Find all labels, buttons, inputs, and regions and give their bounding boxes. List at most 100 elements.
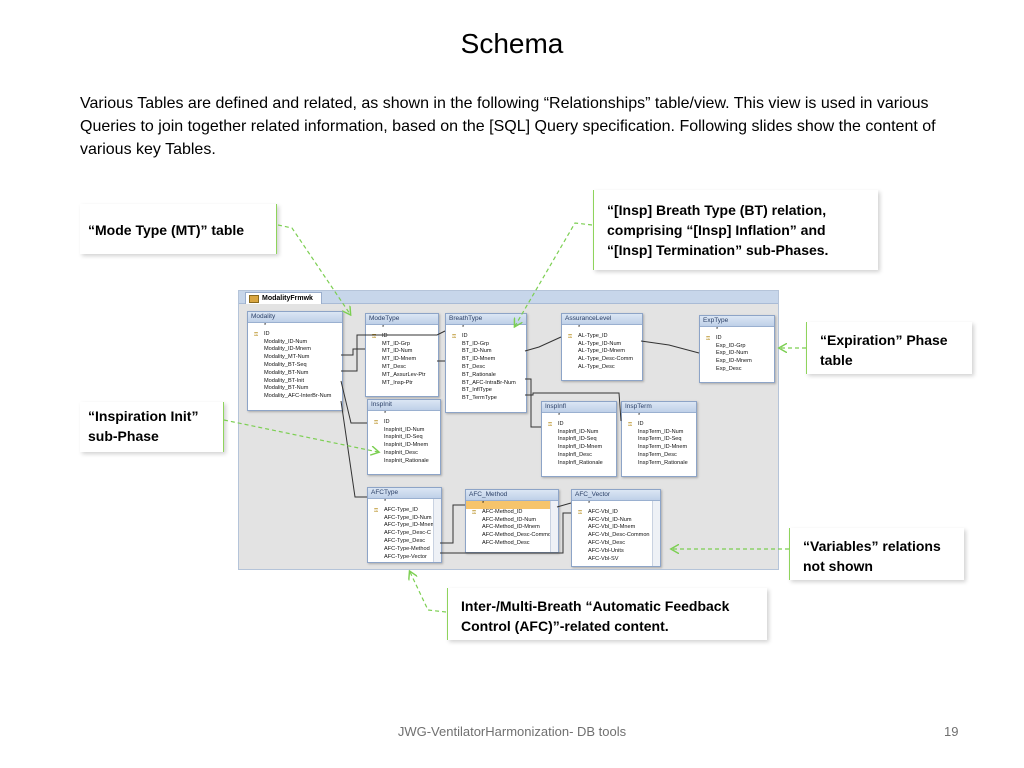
table-field[interactable]: Exp_ID-Mnem — [700, 358, 774, 366]
table-field[interactable]: * — [248, 323, 342, 331]
table-title[interactable]: AFCType — [368, 488, 441, 499]
table-field[interactable]: AFC-Type-Vector — [368, 554, 441, 562]
table-field[interactable]: * — [366, 325, 438, 333]
table-field[interactable]: MT_Insp-Ptr — [366, 380, 438, 388]
table-field[interactable]: AL-Type_ID-Mnem — [562, 348, 642, 356]
table-field[interactable]: InspTerm_ID-Mnem — [622, 444, 696, 452]
table-field[interactable]: AFC-Type_ID-Num — [368, 515, 441, 523]
table-field[interactable]: ⚿ID — [446, 333, 526, 341]
table-field[interactable]: AFC-Vbl_Desc-Common — [572, 532, 660, 540]
table-scrollbar[interactable] — [433, 499, 441, 562]
table-field[interactable]: InspInfl_Rationale — [542, 460, 616, 468]
table-field[interactable]: AFC-Vbl_Desc — [572, 540, 660, 548]
table-field[interactable]: AFC-Type-Method — [368, 546, 441, 554]
table-field[interactable]: MT_ID-Mnem — [366, 356, 438, 364]
table-field[interactable]: * — [572, 501, 660, 509]
table-field[interactable]: * — [446, 325, 526, 333]
table-field[interactable]: InspInit_Rationale — [368, 458, 440, 466]
table-field[interactable]: Modality_BT-Num — [248, 385, 342, 393]
tab-modality-frmwk[interactable]: ModalityFrmwk — [245, 292, 322, 304]
table-field[interactable]: BT_ID-Mnem — [446, 356, 526, 364]
table-field[interactable]: MT_ID-Num — [366, 348, 438, 356]
table-field[interactable]: MT_ID-Grp — [366, 341, 438, 349]
table-field[interactable]: Exp_ID-Num — [700, 350, 774, 358]
table-field[interactable]: AFC-Method_Desc — [466, 540, 558, 548]
table-scrollbar[interactable] — [652, 501, 660, 566]
table-field[interactable]: InspTerm_Desc — [622, 452, 696, 460]
table-title[interactable]: InspInit — [368, 400, 440, 411]
table-field[interactable]: Exp_Desc — [700, 366, 774, 374]
table-field[interactable]: MT_AssurLev-Ptr — [366, 372, 438, 380]
table-field[interactable]: AFC-Vbl-Units — [572, 548, 660, 556]
table-field[interactable]: * — [700, 327, 774, 335]
table-field[interactable]: Modality_MT-Num — [248, 354, 342, 362]
table-scrollbar[interactable] — [550, 501, 558, 552]
table-field[interactable]: Modality_BT-Init — [248, 378, 342, 386]
table-field[interactable]: ⚿AFC-Vbl_ID — [572, 509, 660, 517]
table-field[interactable]: Exp_ID-Grp — [700, 343, 774, 351]
table-field[interactable]: AFC-Method_Desc-Common — [466, 532, 558, 540]
table-field[interactable]: AFC-Vbl_ID-Num — [572, 517, 660, 525]
table-field[interactable]: AFC-Type_ID-Mnem — [368, 522, 441, 530]
table-field[interactable]: ⚿AL-Type_ID — [562, 333, 642, 341]
table-field[interactable]: InspInfl_ID-Seq — [542, 436, 616, 444]
table-title[interactable]: InspInfl — [542, 402, 616, 413]
table-field[interactable]: ⚿ID — [700, 335, 774, 343]
table-field[interactable]: AL-Type_Desc — [562, 364, 642, 372]
table-field[interactable]: ⚿AFC-Method_ID — [466, 509, 558, 517]
table-field[interactable]: InspInfl_ID-Num — [542, 429, 616, 437]
table-field[interactable]: InspTerm_ID-Seq — [622, 436, 696, 444]
table-field[interactable]: ⚿AFC-Type_ID — [368, 507, 441, 515]
table-field[interactable]: ⚿ID — [366, 333, 438, 341]
table-field[interactable]: ⚿ID — [368, 419, 440, 427]
table-field[interactable]: Modality_ID-Mnem — [248, 346, 342, 354]
table-title[interactable]: ModeType — [366, 314, 438, 325]
table-title[interactable]: Modality — [248, 312, 342, 323]
table-field[interactable]: AFC-Type_Desc-C — [368, 530, 441, 538]
table-field[interactable]: InspTerm_ID-Num — [622, 429, 696, 437]
table-field[interactable]: * — [562, 325, 642, 333]
table-field[interactable]: BT_Desc — [446, 364, 526, 372]
table-field[interactable]: InspInit_Desc — [368, 450, 440, 458]
table-field[interactable]: Modality_BT-Num — [248, 370, 342, 378]
table-field[interactable]: BT_Rationale — [446, 372, 526, 380]
table-field[interactable]: InspInit_ID-Seq — [368, 434, 440, 442]
table-field[interactable]: Modality_ID-Num — [248, 339, 342, 347]
table-field[interactable]: AFC-Type_Desc — [368, 538, 441, 546]
table-title[interactable]: ExpType — [700, 316, 774, 327]
table-field[interactable]: InspInit_ID-Num — [368, 427, 440, 435]
table-field[interactable]: BT_TermType — [446, 395, 526, 403]
table-field[interactable]: * — [466, 501, 558, 509]
table-field[interactable]: * — [622, 413, 696, 421]
table-field[interactable]: AL-Type_Desc-Comm — [562, 356, 642, 364]
table-field[interactable]: AFC-Vbl_ID-Mnem — [572, 524, 660, 532]
table-field[interactable]: BT_ID-Num — [446, 348, 526, 356]
table-title[interactable]: BreathType — [446, 314, 526, 325]
table-field[interactable]: Modality_BT-Seq — [248, 362, 342, 370]
table-field[interactable]: * — [368, 499, 441, 507]
table-field[interactable]: BT_AFC-IntraBr-Num — [446, 380, 526, 388]
table-field[interactable]: * — [368, 411, 440, 419]
table-field[interactable]: InspInfl_ID-Mnem — [542, 444, 616, 452]
table-field[interactable]: ⚿ID — [622, 421, 696, 429]
table-field[interactable]: AL-Type_ID-Num — [562, 341, 642, 349]
table-field[interactable]: InspInit_ID-Mnem — [368, 442, 440, 450]
table-field[interactable]: InspTerm_Rationale — [622, 460, 696, 468]
table-field[interactable]: BT_InflType — [446, 387, 526, 395]
table-field[interactable]: AFC-Method_ID-Mnem — [466, 524, 558, 532]
table-field[interactable]: BT_ID-Grp — [446, 341, 526, 349]
table-field[interactable]: MT_Desc — [366, 364, 438, 372]
table-title[interactable]: AssuranceLevel — [562, 314, 642, 325]
table-field[interactable]: Modality_AFC-InterBr-Num — [248, 393, 342, 401]
